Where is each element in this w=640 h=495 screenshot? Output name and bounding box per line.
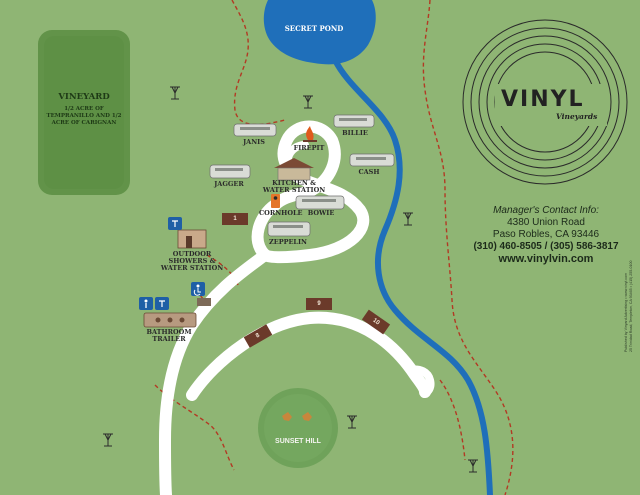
cornhole-icon <box>271 194 280 208</box>
sunset-hill-label: SUNSET HILL <box>275 438 321 445</box>
trailer-cash-icon <box>349 153 395 167</box>
site-label-jagger: JAGGER <box>214 180 244 188</box>
contact-phones: (310) 460-8505 / (305) 586-3817 <box>473 241 619 252</box>
site-label-billie: BILLIE <box>342 129 368 137</box>
site-label-cornhole: CORNHOLE <box>259 209 303 217</box>
trailer-jagger-icon <box>209 164 251 179</box>
site-label-kitchen: KITCHEN & WATER STATION <box>262 179 326 195</box>
trailer-janis-icon <box>233 123 277 137</box>
campsite-marker-9[interactable]: 9 <box>306 298 332 310</box>
disc-golf-basket-icon <box>103 433 113 447</box>
creek <box>332 57 493 495</box>
disc-golf-basket-icon <box>468 459 478 473</box>
disc-golf-basket-icon <box>170 86 180 100</box>
brand-tagline: Vineyards <box>556 112 598 121</box>
contact-title: Manager's Contact Info: <box>493 205 599 216</box>
hill-chairs-icon <box>282 412 312 421</box>
site-label-bathroom: BATHROOM TRAILER <box>146 328 192 344</box>
site-label-bowie: BOWIE <box>307 209 335 217</box>
kitchen-pavilion-icon <box>274 158 314 181</box>
publisher-credit: Published by Vinyard Advertising • www.v… <box>624 222 633 353</box>
secret-pond <box>263 0 376 65</box>
disc-golf-basket-icon <box>403 212 413 226</box>
vineyard-subtitle: 1/2 ACRE OF TEMPRANILLO AND 1/2 ACRE OF … <box>46 106 122 126</box>
brand-name: VINYL <box>501 87 585 112</box>
vineyard-title: VINEYARD <box>58 92 110 102</box>
roads <box>159 120 435 495</box>
bathroom-trailer-icon <box>143 312 197 328</box>
site-label-janis: JANIS <box>243 138 265 146</box>
site-label-showers: OUTDOOR SHOWERS & WATER STATION <box>160 250 224 273</box>
contact-address-line2: Paso Robles, CA 93446 <box>492 229 600 240</box>
publisher-line2: 25 Trinidad Road, Templeton, CA 93465 • … <box>628 260 633 353</box>
contact-address-line1: 4380 Union Road <box>507 217 585 228</box>
site-label-cash: CASH <box>358 168 380 176</box>
trailer-zeppelin-icon <box>267 221 311 237</box>
accessibility-sign-icon <box>191 282 205 296</box>
trailer-bowie-icon <box>295 195 345 210</box>
disc-golf-basket-icon <box>303 95 313 109</box>
site-label-firepit: FIREPIT <box>293 144 325 152</box>
site-label-zeppelin: ZEPPELIN <box>269 238 307 246</box>
campsite-marker-1[interactable]: 1 <box>222 213 248 225</box>
firepit-icon <box>303 126 317 142</box>
shower-building-icon <box>177 229 207 249</box>
shower-sign-2-icon <box>155 297 169 310</box>
secret-pond-label: SECRET POND <box>284 24 344 33</box>
shower-sign-icon <box>168 217 182 230</box>
contact-website-link[interactable]: www.vinylvin.com <box>498 253 594 265</box>
restroom-sign-icon <box>139 297 153 310</box>
disc-golf-baskets <box>103 86 478 473</box>
disc-golf-basket-icon <box>347 415 357 429</box>
trailer-billie-icon <box>333 114 375 128</box>
